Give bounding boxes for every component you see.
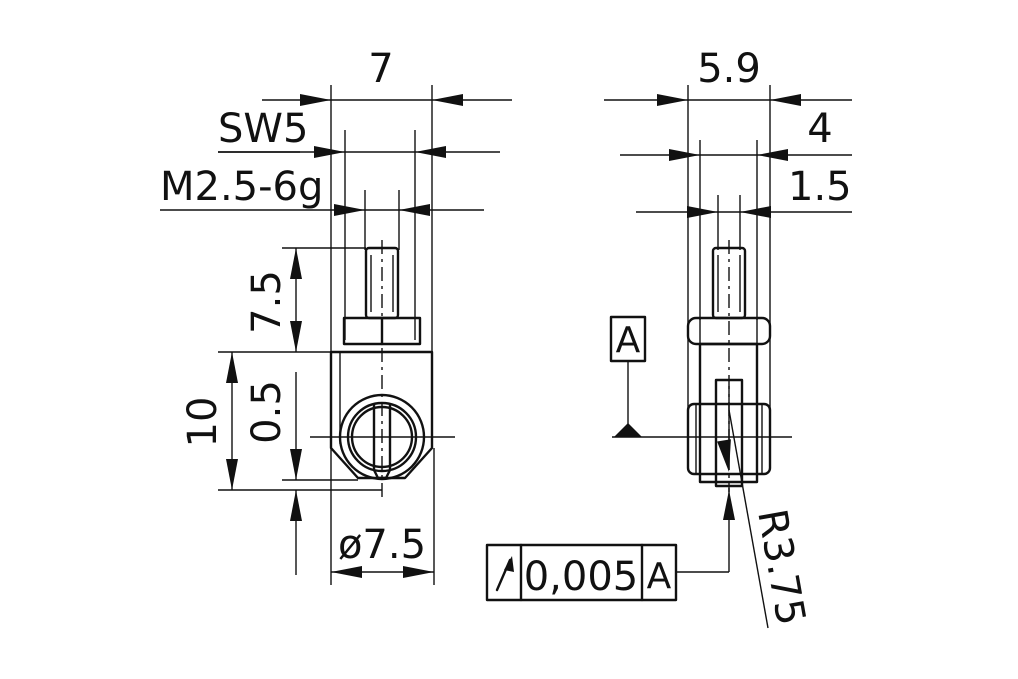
datum-a-label: A	[616, 320, 641, 361]
radius-label: R3.75	[748, 506, 814, 629]
height-10-label: 10	[180, 397, 226, 448]
width-7-label: 7	[368, 46, 393, 92]
thread-label: M2.5-6g	[160, 164, 323, 210]
sw5-label: SW5	[218, 106, 308, 152]
left-view: 7 SW5 M2.5-6g	[160, 46, 512, 585]
runout-arrow-icon	[495, 556, 514, 592]
tolerance-datum: A	[647, 556, 672, 597]
diameter-label: ø7.5	[338, 522, 426, 568]
tolerance-frame: 0,005 A	[485, 543, 678, 602]
width-4-label: 4	[807, 106, 832, 152]
height-7-5-label: 7.5	[244, 270, 290, 334]
offset-0-5-label: 0.5	[244, 380, 290, 444]
right-view: 5.9 4 1.5 A	[604, 46, 852, 629]
tolerance-value: 0,005	[524, 554, 639, 600]
width-1-5-label: 1.5	[788, 164, 852, 210]
width-5-9-label: 5.9	[697, 46, 761, 92]
